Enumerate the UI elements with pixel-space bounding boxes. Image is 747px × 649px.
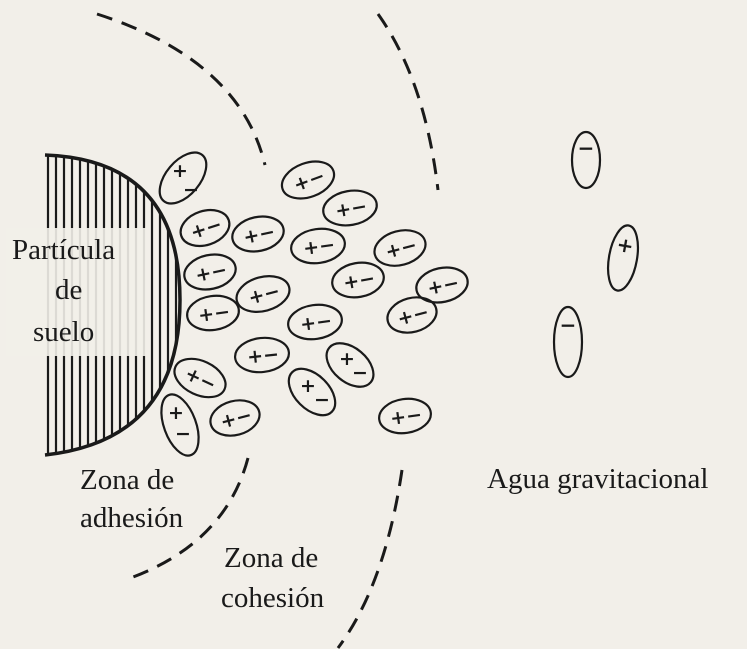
cohesion-boundary-upper [378,14,438,190]
cohesion-zone-label-line2: cohesión [221,582,325,614]
water-molecule: + − [289,225,347,266]
svg-text:−: − [262,343,280,367]
water-molecule: + − [233,335,290,374]
svg-text:−: − [441,272,461,297]
adhesion-zone-label-line1: Zona de [80,464,174,496]
water-molecules: + − + − + − + − + − + − + [148,132,642,461]
svg-text:−: − [349,195,369,219]
svg-text:−: − [357,267,377,291]
water-molecule: + − [329,259,386,302]
water-molecule: + − [318,335,381,396]
water-molecule: + − [185,293,241,334]
gravitational-water-molecule: − [554,307,582,377]
water-molecule: + − [229,212,287,256]
particle-label-line2: de [55,274,82,306]
svg-text:−: − [213,301,232,325]
water-molecule: + − [377,396,433,437]
svg-text:−: − [209,259,229,284]
gravitational-water-label: Agua gravitacional [487,463,708,495]
water-molecule: + − [176,204,234,252]
water-molecule: + − [370,225,429,271]
gravitational-water-molecule: + [603,223,642,293]
gravitational-water-molecule: − [572,132,600,188]
svg-text:−: − [560,313,577,337]
water-molecule: + − [148,142,223,218]
adhesion-zone-label-line2: adhesión [80,502,184,534]
particle-label-line1: Partícula [12,234,115,266]
svg-text:−: − [352,362,368,384]
svg-text:−: − [314,389,330,411]
svg-text:−: − [183,179,199,201]
svg-text:−: − [257,221,277,246]
water-molecule: + − [320,187,379,230]
particle-label-line3: suelo [33,316,94,348]
cohesion-boundary-lower [338,470,402,648]
svg-text:−: − [315,310,334,334]
water-molecule: + − [206,395,263,441]
svg-text:−: − [578,136,595,160]
svg-text:−: − [175,423,191,445]
svg-text:−: − [405,404,424,428]
adhesion-boundary-upper [97,14,265,165]
water-molecule: + − [181,250,239,294]
water-molecule: + − [154,389,206,460]
svg-text:+: + [615,232,636,259]
water-molecule: + − [286,301,344,342]
water-molecule: + − [413,263,471,307]
soil-particle: Partícula de suelo [6,150,180,460]
water-molecule: + − [280,360,344,424]
svg-text:−: − [318,234,337,258]
svg-text:+: + [168,402,184,424]
cohesion-zone-label-line1: Zona de [224,542,318,574]
water-molecule: + − [233,271,294,318]
